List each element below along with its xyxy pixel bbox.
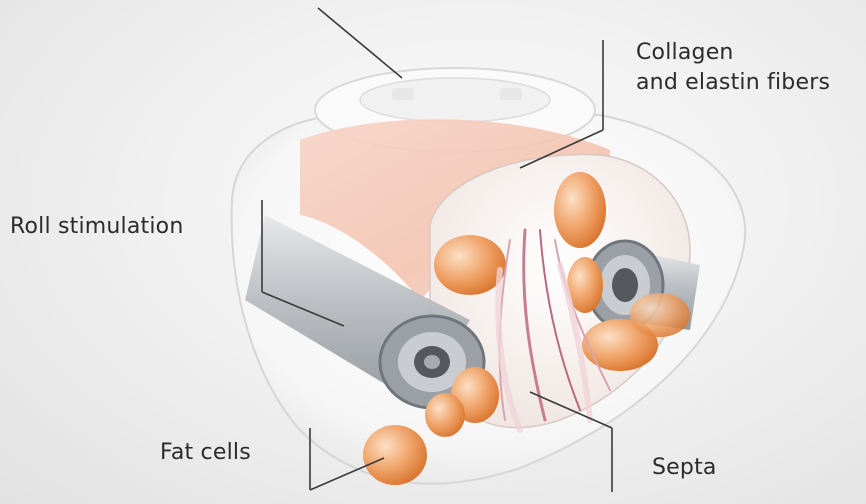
fat-cell — [554, 172, 606, 248]
label-roll-stimulation: Roll stimulation — [10, 212, 184, 242]
label-septa: Septa — [652, 453, 717, 483]
fat-cell — [434, 235, 506, 295]
label-collagen-line1: Collagen — [636, 38, 830, 68]
cap-notch-left — [392, 88, 414, 100]
label-collagen-fibers: Collagen and elastin fibers — [636, 38, 830, 98]
fat-cell — [630, 293, 690, 337]
top-cap-inner — [360, 78, 550, 122]
fat-cell — [425, 393, 465, 437]
fat-cell — [363, 425, 427, 485]
label-collagen-line2: and elastin fibers — [636, 68, 830, 98]
leader-top — [318, 8, 402, 78]
cap-notch-right — [500, 88, 522, 100]
label-fat-cells: Fat cells — [160, 438, 251, 468]
